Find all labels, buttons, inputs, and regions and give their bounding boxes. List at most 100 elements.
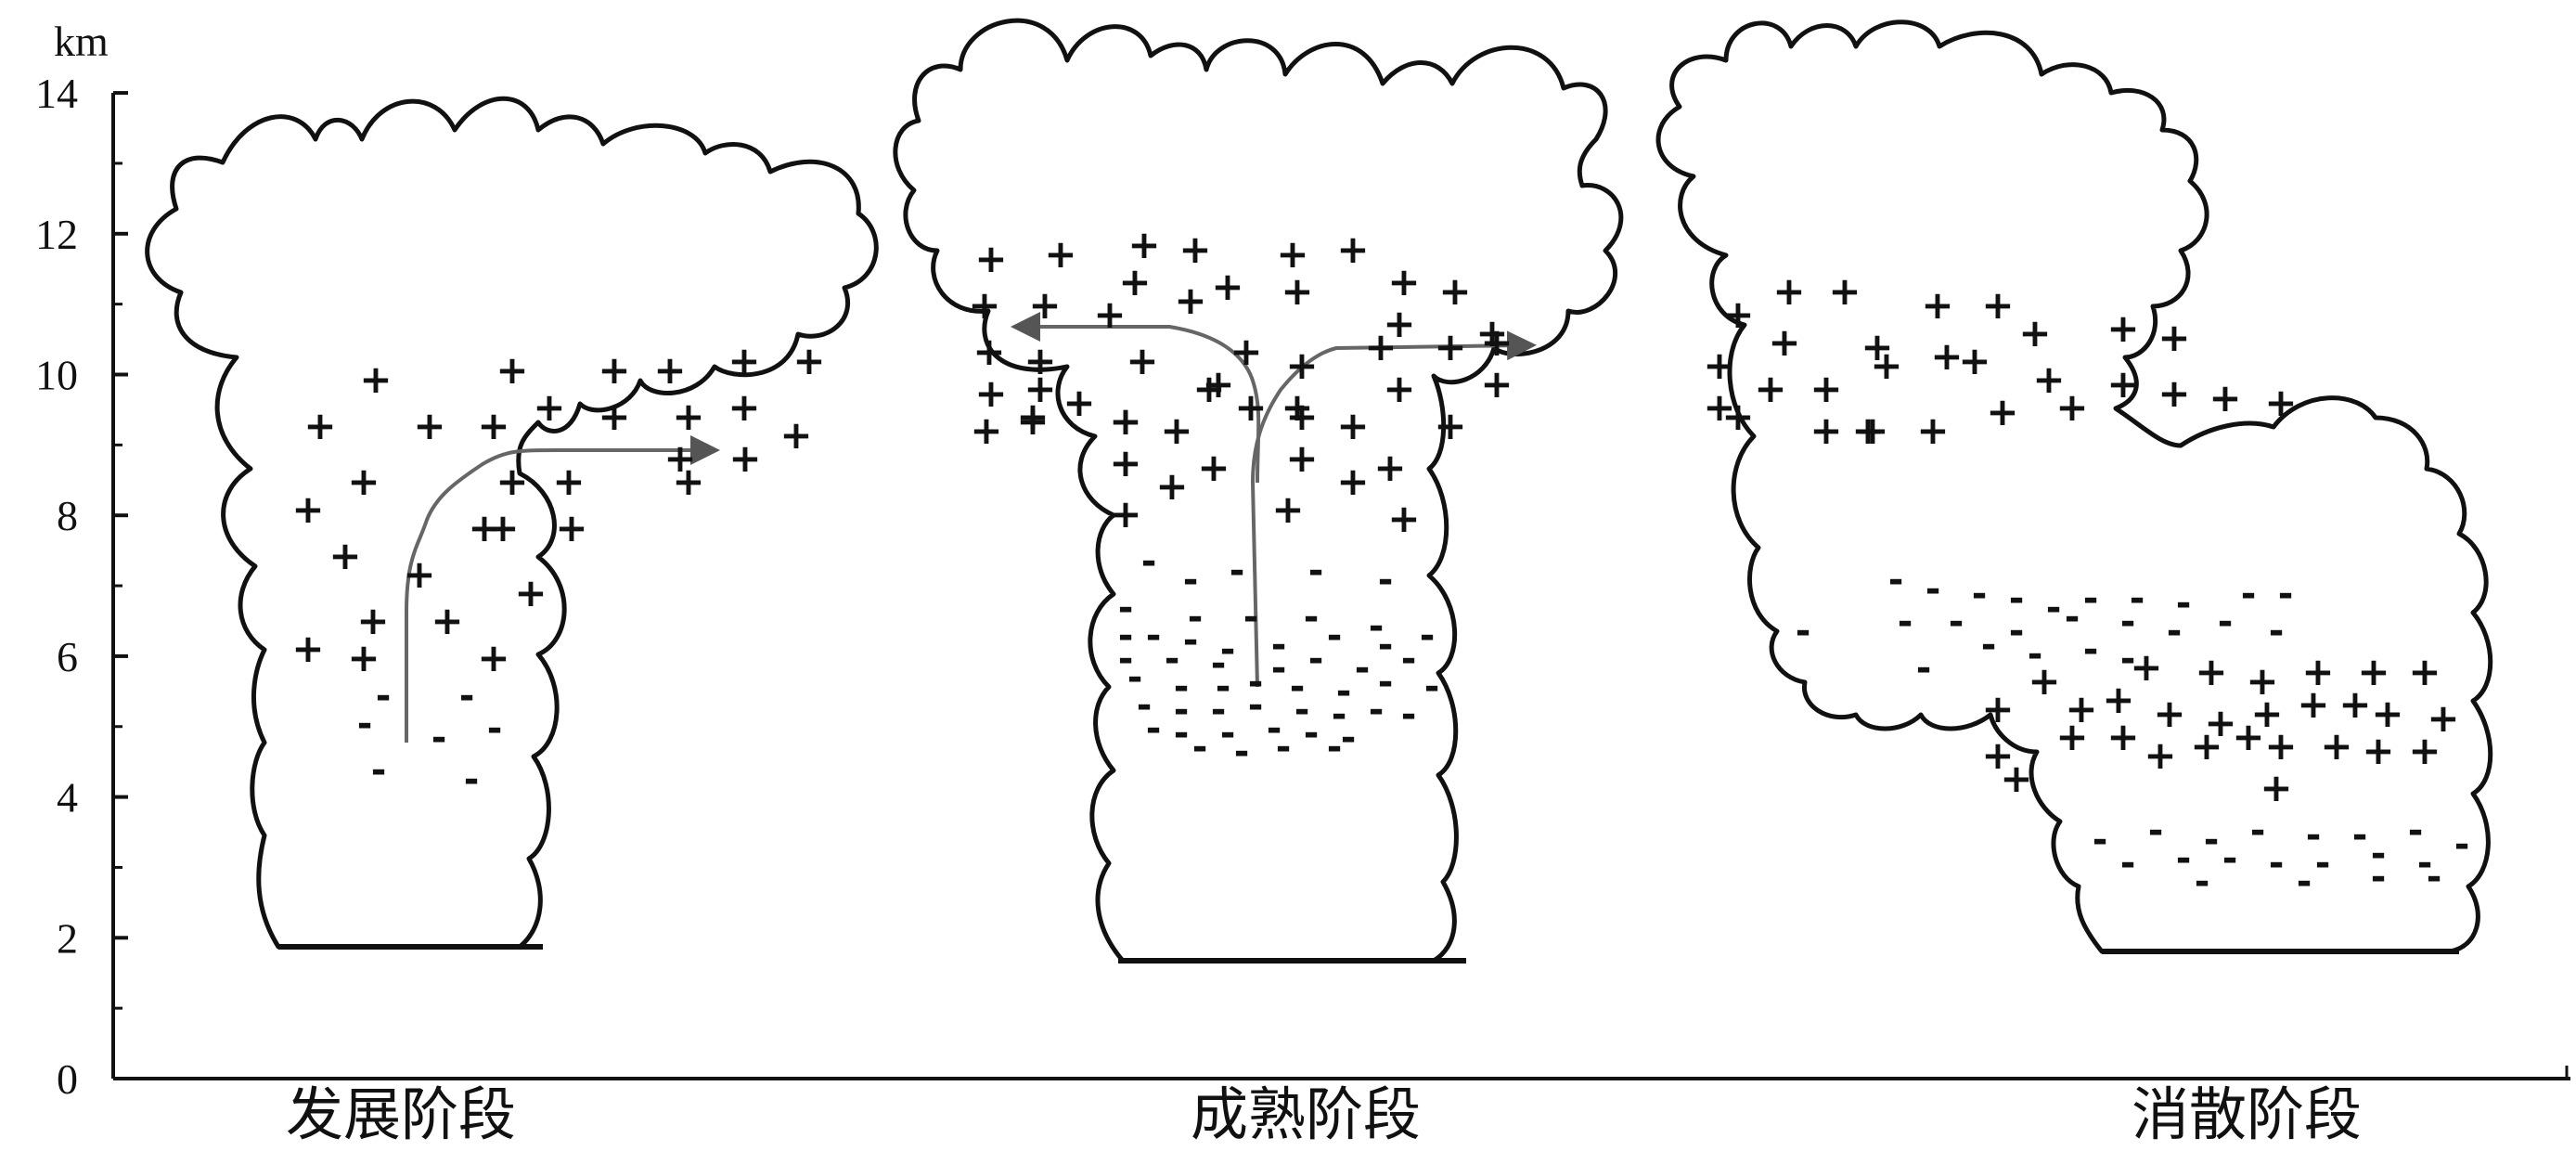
negative-charge-symbol: - (2093, 819, 2108, 861)
dissipating-stage-label: 消散阶段 (2132, 1080, 2363, 1148)
positive-charge-symbol: + (1851, 407, 1884, 453)
positive-charge-symbol: + (1981, 282, 2014, 328)
negative-charge-symbol: - (2454, 823, 2470, 866)
positive-charge-symbol: + (2153, 691, 2185, 736)
positive-charge-symbol: + (1109, 398, 1141, 444)
positive-charge-symbol: + (1285, 435, 1318, 481)
positive-charge-symbol: + (1438, 268, 1471, 314)
negative-charge-symbol: - (2009, 577, 2025, 620)
positive-charge-symbol: + (1118, 259, 1151, 304)
charge-symbols: ++++++++++++++++++++++++++++++++++++++++… (291, 222, 2469, 903)
negative-charge-symbol: - (2148, 809, 2164, 852)
negative-charge-symbol: - (1174, 689, 1190, 731)
positive-charge-symbol: + (1383, 301, 1415, 346)
negative-charge-symbol: - (2083, 628, 2099, 671)
positive-charge-symbol: + (2362, 728, 2394, 773)
positive-charge-symbol: + (1174, 278, 1206, 323)
dissipating-stage-cloud (1655, 19, 2493, 954)
positive-charge-symbol: + (2209, 375, 2241, 420)
positive-charge-symbol: + (1721, 394, 1754, 439)
negative-charge-symbol: - (1234, 731, 1250, 773)
positive-charge-symbol: + (663, 435, 696, 481)
negative-charge-symbol: - (1888, 559, 1904, 601)
positive-charge-symbol: + (303, 403, 336, 448)
positive-charge-symbol: + (2408, 728, 2441, 773)
negative-charge-symbol: - (1341, 717, 1357, 759)
negative-charge-symbol: - (1276, 726, 1292, 769)
negative-charge-symbol: - (1898, 601, 1913, 643)
positive-charge-symbol: + (1063, 380, 1095, 425)
positive-charge-symbol: + (1958, 338, 1990, 383)
positive-charge-symbol: + (1024, 366, 1056, 411)
positive-charge-symbol: + (2250, 691, 2283, 736)
negative-charge-symbol: - (1369, 605, 1385, 648)
negative-charge-symbol: - (1304, 596, 1320, 639)
y-tick-label: 12 (35, 211, 78, 258)
mature-stage-updraft-right-arrow (1250, 330, 1537, 688)
positive-charge-symbol: + (1285, 394, 1318, 439)
positive-charge-symbol: + (431, 598, 463, 643)
negative-charge-symbol: - (1401, 638, 1417, 680)
positive-charge-symbol: + (1109, 440, 1141, 485)
negative-charge-symbol: - (1137, 684, 1153, 727)
negative-charge-symbol: - (1267, 707, 1282, 750)
positive-charge-symbol: + (1986, 389, 2018, 434)
positive-charge-symbol: + (1109, 491, 1141, 537)
y-tick-label: 0 (57, 1055, 78, 1103)
negative-charge-symbol: - (1174, 666, 1190, 708)
negative-charge-symbol: - (2130, 577, 2145, 620)
negative-charge-symbol: - (1290, 666, 1306, 708)
positive-charge-symbol: + (2157, 315, 2190, 360)
negative-charge-symbol: - (2269, 610, 2285, 653)
positive-charge-symbol: + (1285, 343, 1318, 388)
positive-charge-symbol: + (2157, 370, 2190, 416)
positive-charge-symbol: + (1127, 222, 1160, 267)
negative-charge-symbol: - (2352, 814, 2368, 857)
positive-charge-symbol: + (1364, 324, 1397, 369)
negative-charge-symbol: - (459, 675, 475, 718)
negative-charge-symbol: - (2250, 809, 2266, 852)
negative-charge-symbol: - (1243, 596, 1259, 639)
y-axis-tick-marks (113, 91, 128, 1080)
negative-charge-symbol: - (1211, 642, 1227, 685)
positive-charge-symbol: + (1703, 343, 1735, 388)
negative-charge-symbol: - (1378, 624, 1394, 666)
negative-charge-symbol: - (376, 675, 392, 718)
negative-charge-symbol: - (1146, 707, 1162, 750)
positive-charge-symbol: + (1870, 343, 1902, 388)
negative-charge-symbol: - (2167, 610, 2183, 653)
negative-charge-symbol: - (1327, 614, 1343, 657)
negative-charge-symbol: - (2204, 819, 2220, 861)
positive-charge-symbol: + (1772, 268, 1805, 314)
positive-charge-symbol: + (2028, 658, 2060, 704)
positive-charge-symbol: + (972, 329, 1005, 374)
positive-charge-symbol: + (328, 533, 361, 578)
positive-charge-symbol: + (1211, 264, 1243, 309)
positive-charge-symbol: + (347, 635, 380, 680)
positive-charge-symbol: + (2246, 658, 2278, 704)
mature-stage-cloud-body (893, 18, 1624, 964)
negative-charge-symbol: - (2083, 577, 2099, 620)
developing-stage-updraft-arrow (405, 435, 720, 743)
positive-charge-symbol: + (1028, 282, 1061, 328)
developing-stage-label: 发展阶段 (286, 1080, 517, 1148)
positive-charge-symbol: + (486, 505, 519, 550)
positive-charge-symbol: + (2408, 649, 2441, 694)
negative-charge-symbol: - (1304, 712, 1320, 755)
negative-charge-symbol: - (487, 707, 503, 750)
y-tick-label: 2 (57, 914, 78, 962)
negative-charge-symbol: - (371, 749, 387, 792)
positive-charge-symbol: + (2000, 756, 2032, 801)
negative-charge-symbol: - (1174, 712, 1190, 755)
positive-charge-symbol: + (2371, 691, 2403, 736)
positive-charge-symbol: + (1373, 445, 1406, 490)
negative-charge-symbol: - (2028, 633, 2043, 676)
positive-charge-symbol: + (672, 394, 704, 439)
negative-charge-symbol: - (2417, 842, 2433, 885)
positive-charge-symbol: + (1434, 324, 1466, 369)
positive-charge-symbol: + (1387, 496, 1420, 541)
negative-charge-symbol: - (1248, 684, 1264, 727)
positive-charge-symbol: + (1155, 463, 1188, 509)
negative-charge-symbol: - (1271, 647, 1287, 690)
